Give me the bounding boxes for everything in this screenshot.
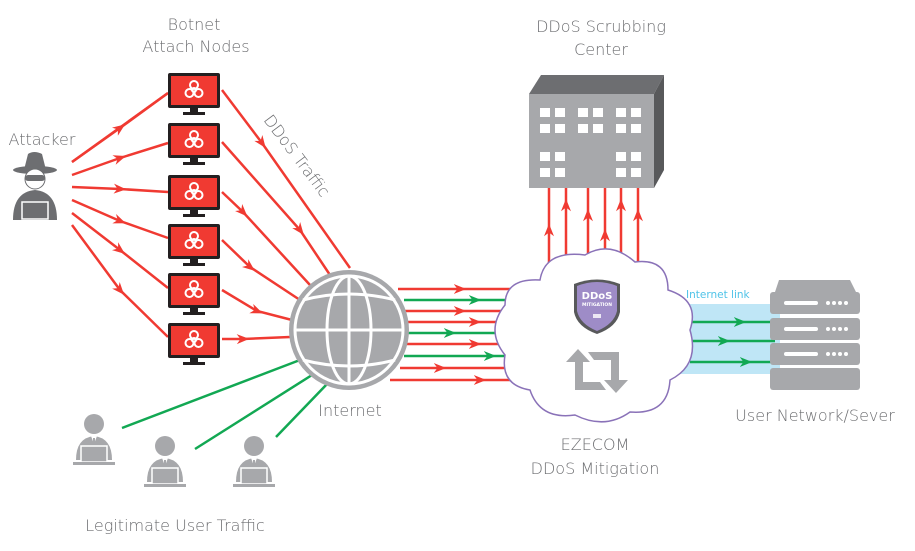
refresh-arrows-icon	[566, 349, 628, 393]
attack-line	[71, 141, 169, 177]
mitigation-label-2: DDoS Mitigation	[531, 459, 660, 478]
scrubbing-center-label: DDoS Scrubbing	[536, 17, 666, 36]
mitigation-to-server-flows	[690, 317, 775, 367]
attack-line	[71, 198, 169, 240]
botnet-label: Botnet	[168, 15, 221, 34]
attack-line	[71, 183, 169, 194]
scrubbing-center-label-2: Center	[574, 40, 628, 59]
legit-traffic-label: Legitimate User Traffic	[85, 516, 264, 535]
badge-subtitle: MITIGATION	[582, 302, 612, 308]
internet-label: Internet	[318, 401, 382, 420]
mitigation-label: EZECOM	[561, 435, 630, 454]
attack-line	[70, 224, 169, 338]
infected-monitor-icon[interactable]	[167, 272, 221, 316]
infected-monitor-icon[interactable]	[167, 122, 221, 166]
legit-to-internet-lines	[121, 358, 329, 451]
hacker-icon[interactable]	[13, 152, 57, 220]
user-network-label: User Network/Sever	[735, 406, 895, 425]
botnet-label-2: Attach Nodes	[142, 37, 249, 56]
cloud-icon[interactable]	[494, 248, 694, 423]
globe-icon[interactable]	[289, 270, 409, 390]
internet-link-label: Internet link	[686, 289, 751, 301]
shield-icon: DDoS MITIGATION	[574, 279, 620, 334]
building-icon[interactable]	[529, 75, 664, 188]
botnet-to-internet-lines	[221, 89, 352, 345]
legitimate-users	[72, 413, 276, 488]
badge-title: DDoS	[582, 291, 613, 302]
server-rack-icon[interactable]	[770, 280, 860, 390]
infected-monitor-icon[interactable]	[167, 223, 221, 267]
user-laptop-icon[interactable]	[232, 435, 276, 488]
infected-monitor-icon[interactable]	[167, 322, 221, 366]
attack-line	[71, 212, 169, 289]
user-laptop-icon[interactable]	[143, 435, 187, 488]
botnet-nodes	[167, 72, 221, 366]
infected-monitor-icon[interactable]	[167, 72, 221, 116]
attacker-label: Attacker	[9, 130, 76, 149]
infected-monitor-icon[interactable]	[167, 174, 221, 218]
user-laptop-icon[interactable]	[72, 413, 116, 466]
attack-line	[71, 91, 169, 164]
attacker-to-botnet-lines	[70, 91, 169, 338]
